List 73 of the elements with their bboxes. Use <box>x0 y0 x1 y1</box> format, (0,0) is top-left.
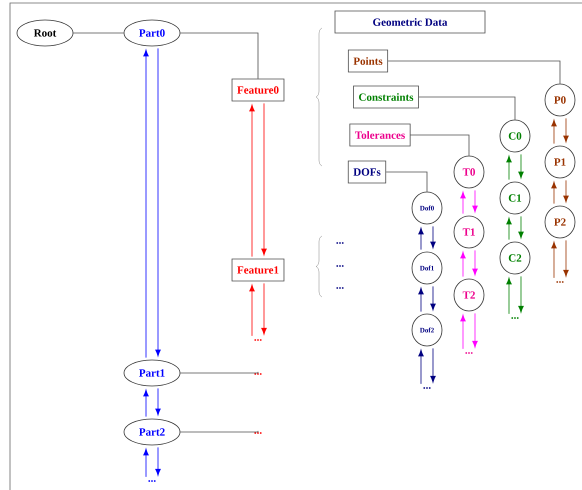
ellipse-node: Root <box>16 20 74 46</box>
arrow <box>506 156 512 180</box>
dots-text: ... <box>423 387 431 389</box>
circle-node: P2 <box>544 206 576 238</box>
connector-line <box>180 32 258 79</box>
arrow <box>472 250 478 276</box>
connector-line <box>388 60 560 84</box>
arrow <box>563 118 569 142</box>
circle-node: T0 <box>454 156 484 188</box>
circle-node: T2 <box>454 278 484 312</box>
dots-text: ... <box>556 281 564 283</box>
arrow <box>506 218 512 240</box>
dots-text: ... <box>465 352 473 354</box>
circle-node: P0 <box>544 84 576 116</box>
dots-text: ... <box>511 317 519 319</box>
arrow <box>261 283 267 335</box>
connector-line <box>410 134 470 156</box>
box-node: Geometric Data <box>334 10 486 34</box>
arrow <box>261 103 267 256</box>
arrow <box>249 104 255 257</box>
connector-line <box>180 372 258 374</box>
arrow <box>430 286 436 310</box>
box-node: DOFs <box>348 160 386 184</box>
box-node: Feature0 <box>232 78 284 102</box>
arrow <box>551 182 557 204</box>
arrow <box>472 313 478 348</box>
arrow <box>249 284 255 336</box>
box-node: Points <box>348 50 388 72</box>
arrow <box>155 388 161 416</box>
connector-line <box>180 430 258 432</box>
connector-line <box>418 96 516 120</box>
dots-text: ... <box>336 265 344 267</box>
arrow <box>143 448 149 478</box>
arrow <box>460 192 466 214</box>
box-node: Feature1 <box>232 258 284 282</box>
arrow <box>143 390 149 417</box>
arrow <box>418 228 424 250</box>
dots-text: ... <box>254 373 262 375</box>
dots-text: ... <box>336 242 344 244</box>
arrow <box>418 350 424 384</box>
arrow <box>551 242 557 278</box>
circle-node: C2 <box>500 242 530 274</box>
dots-text: ... <box>254 339 262 341</box>
arrow <box>143 50 149 358</box>
dots-text: ... <box>336 287 344 289</box>
circle-node: P1 <box>544 146 576 178</box>
arrow <box>155 48 161 356</box>
arrow <box>430 348 436 383</box>
circle-node: C0 <box>500 120 530 152</box>
ellipse-node: Part2 <box>124 418 180 446</box>
arrow <box>518 276 524 313</box>
dots-text: ... <box>148 480 156 482</box>
circle-node: T1 <box>454 216 484 248</box>
arrow <box>518 216 524 238</box>
arrow <box>418 288 424 312</box>
box-node: Constraints <box>353 86 419 108</box>
arrow <box>430 226 436 248</box>
arrow <box>155 447 161 476</box>
arrow <box>460 252 466 277</box>
arrow <box>518 154 524 178</box>
box-node: Tolerances <box>349 124 411 146</box>
arrow <box>460 314 466 350</box>
arrow <box>551 120 557 144</box>
circle-node: C1 <box>500 182 530 214</box>
arrow <box>472 190 478 212</box>
arrow <box>563 240 569 277</box>
connector-line <box>73 32 124 34</box>
ellipse-node: Part1 <box>124 360 180 386</box>
connector-line <box>386 172 428 192</box>
ellipse-node: Part0 <box>124 20 180 46</box>
dots-text: ... <box>254 432 262 434</box>
arrow <box>506 278 512 314</box>
arrow <box>563 180 569 202</box>
